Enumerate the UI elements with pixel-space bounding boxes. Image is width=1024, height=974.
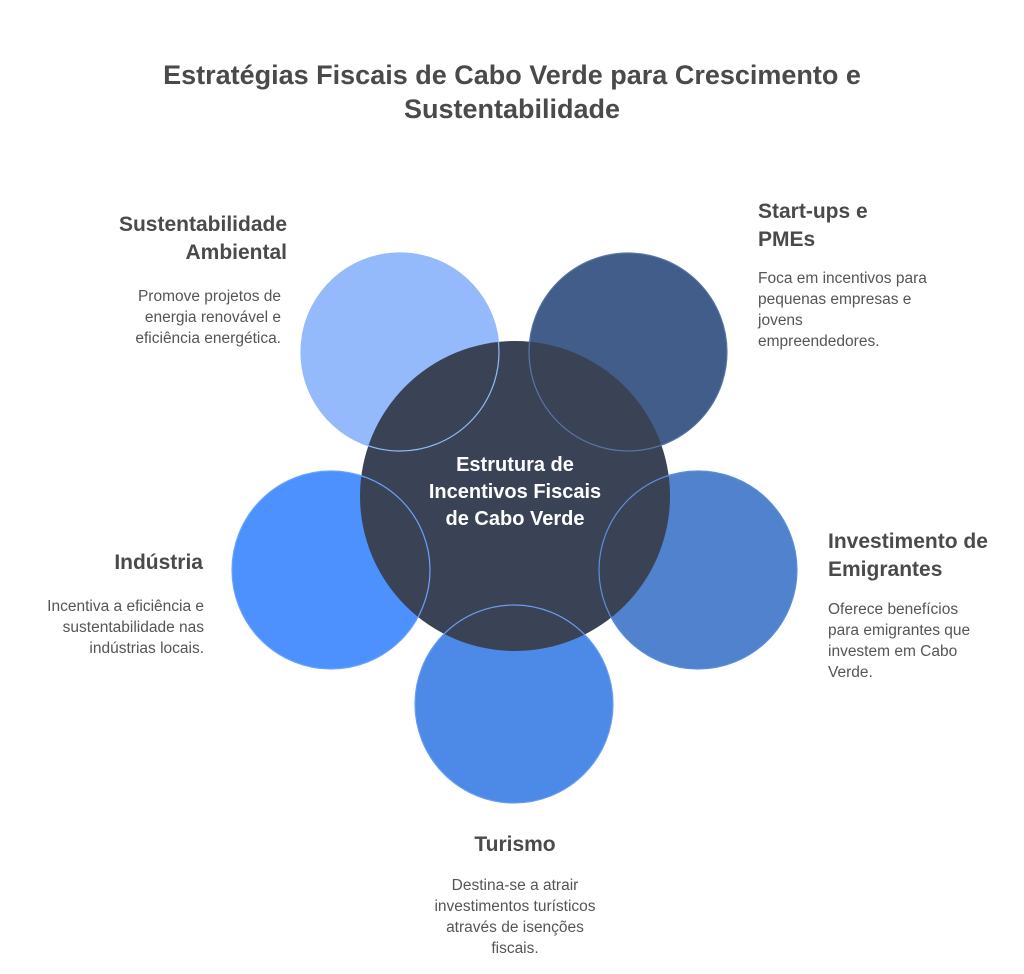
diagram-title: Estratégias Fiscais de Cabo Verde para C… [163, 60, 861, 124]
circle-turismo [415, 605, 613, 803]
heading-turismo: Turismo [474, 833, 556, 856]
heading-emigrantes: Investimento de Emigrantes [828, 530, 988, 581]
center-label: Estrutura de Incentivos Fiscais de Cabo … [428, 454, 602, 530]
desc-turismo: Destina-se a atrair investimentos turíst… [434, 877, 596, 957]
desc-sustentabilidade: Promove projetos de energia renovável e … [135, 288, 281, 347]
desc-emigrantes: Oferece benefícios para emigrantes que i… [828, 601, 971, 681]
desc-industria: Incentiva a eficiência e sustentabilidad… [47, 598, 204, 657]
desc-startups: Foca em incentivos para pequenas empresa… [758, 270, 927, 350]
heading-sustentabilidade: Sustentabilidade Ambiental [118, 213, 287, 264]
heading-startups: Start-ups e PMEs [758, 200, 868, 251]
circle-center [360, 341, 670, 651]
heading-industria: Indústria [114, 551, 203, 574]
